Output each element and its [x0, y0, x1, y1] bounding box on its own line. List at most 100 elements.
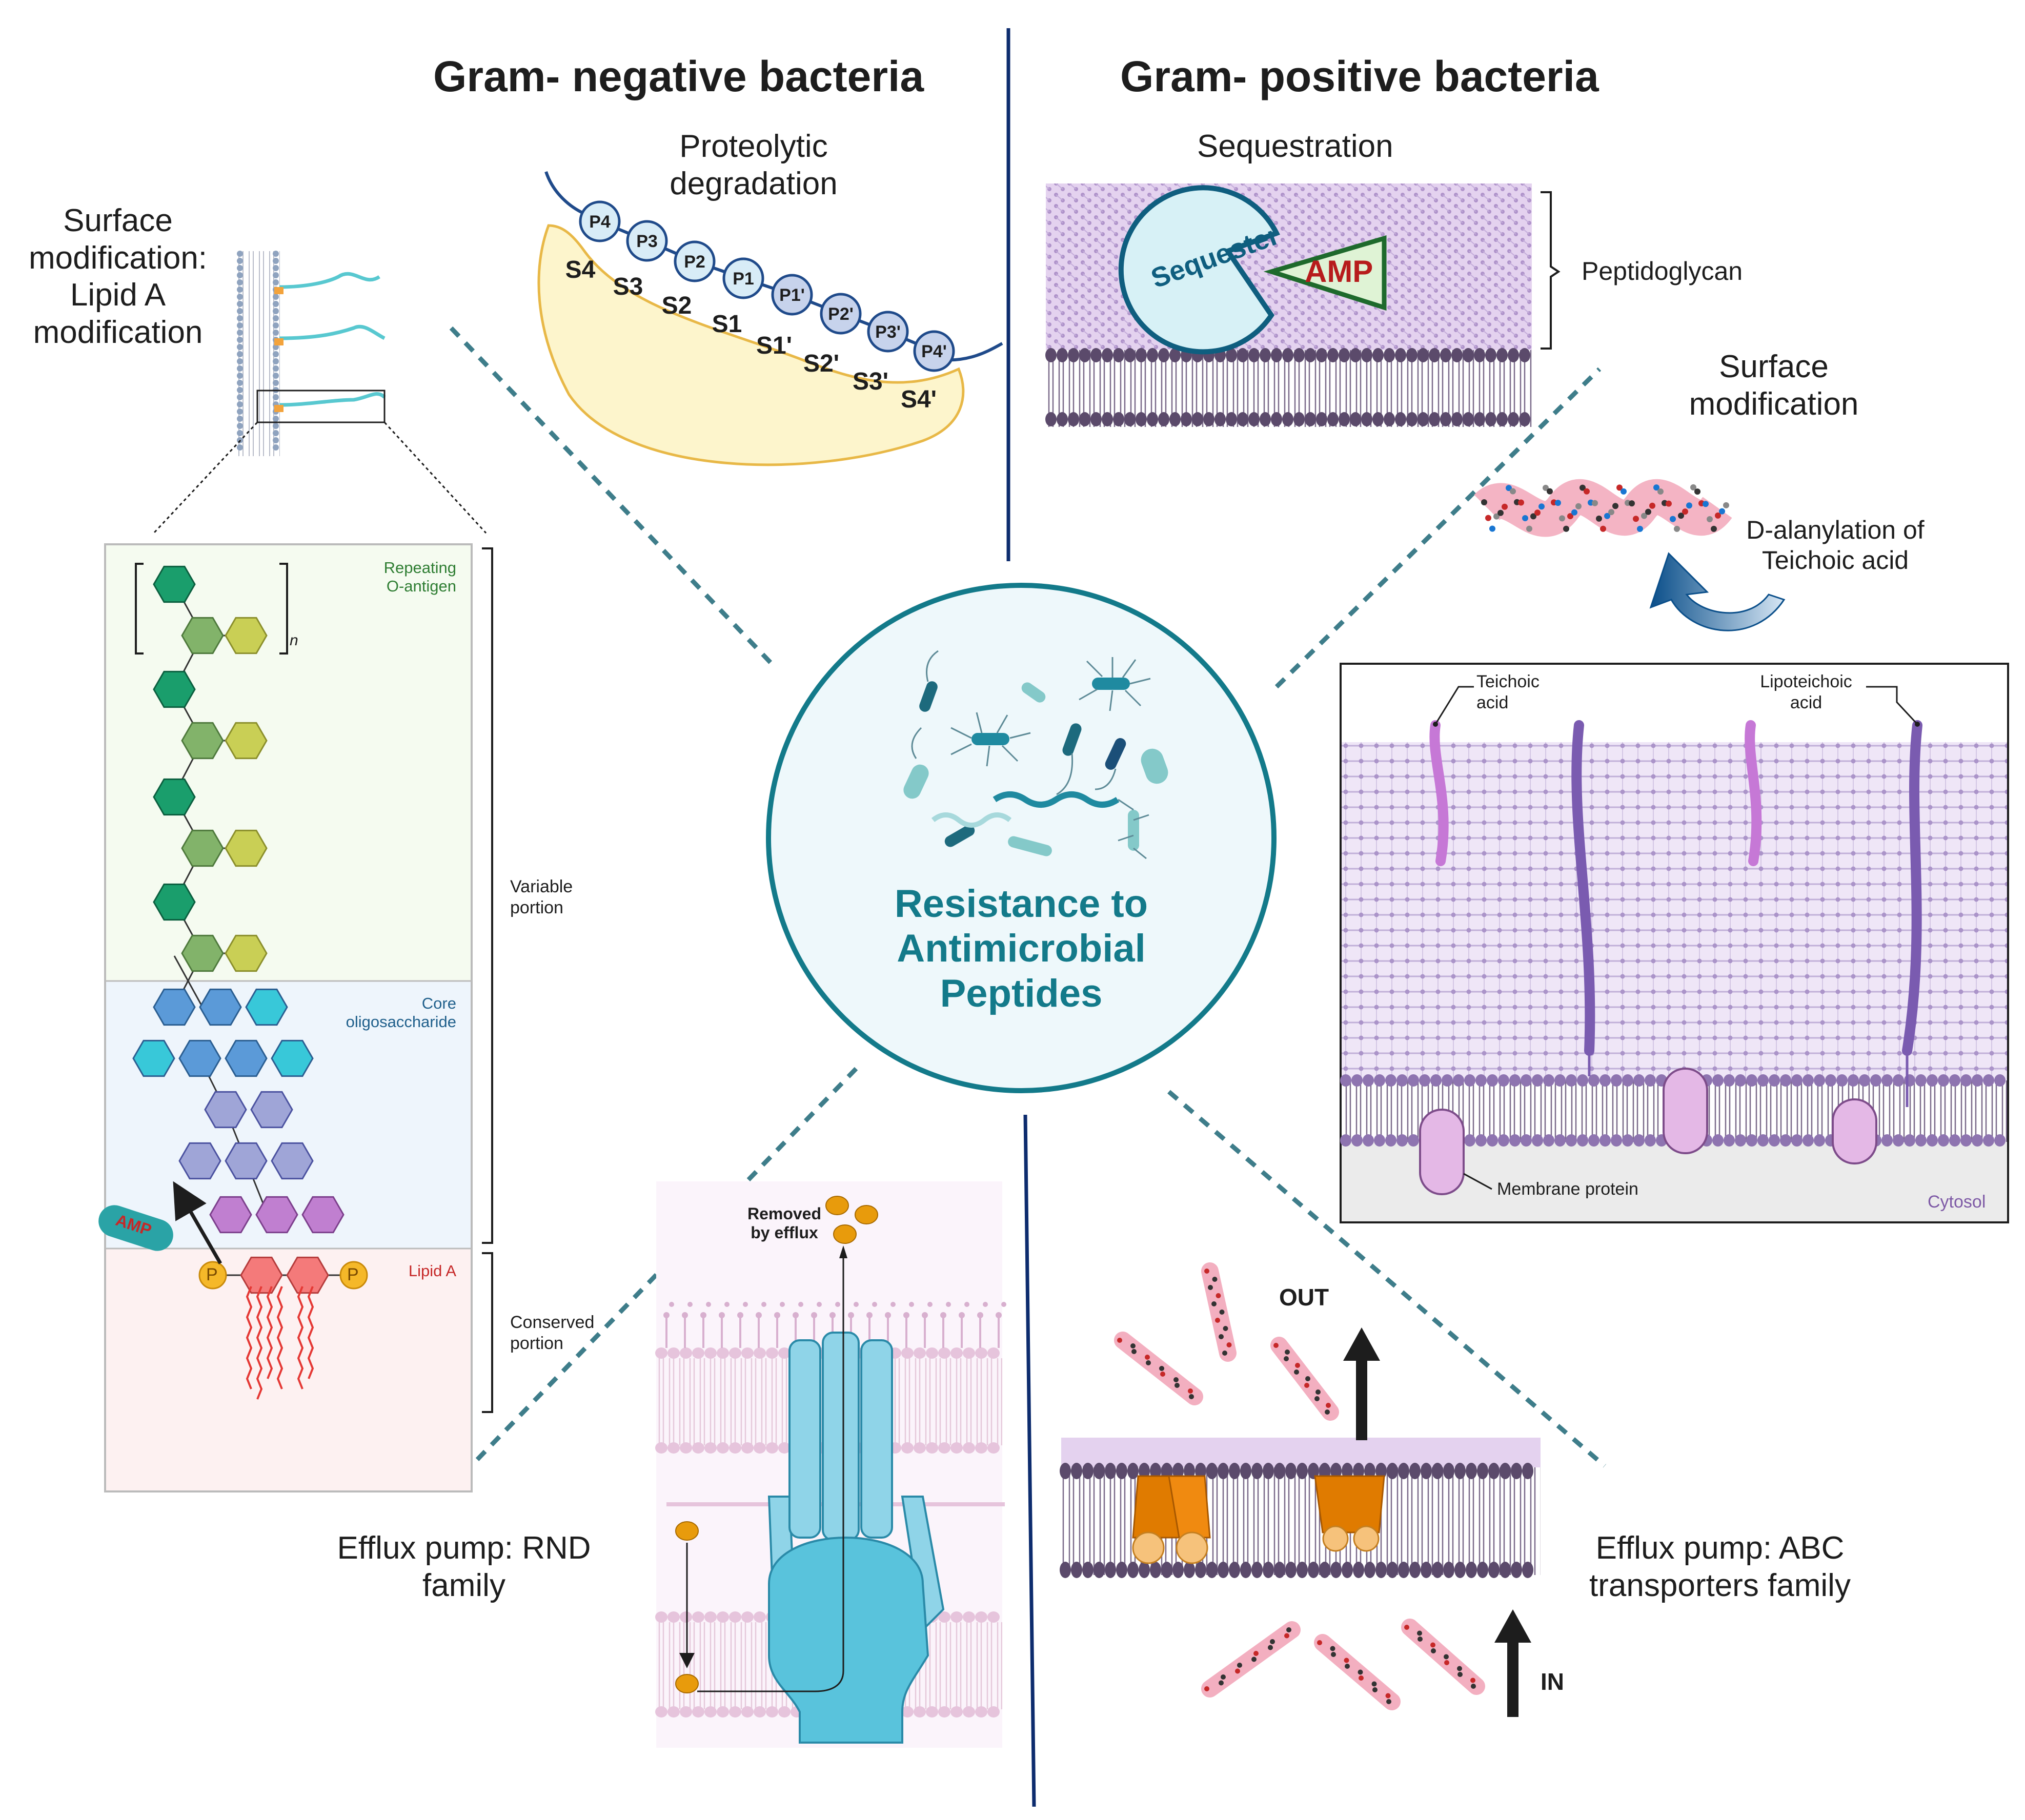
phosphate-left-label: P	[206, 1265, 218, 1284]
rnd-line-2: family	[422, 1567, 505, 1603]
cytosol-label: Cytosol	[1928, 1192, 1986, 1212]
sugar-hexagon	[240, 1256, 283, 1294]
center-title: Resistance to Antimicrobial Peptides	[842, 882, 1201, 1016]
lipid-a-title: Surface modification: Lipid A modificati…	[10, 202, 226, 351]
sequester-pacman	[1118, 185, 1280, 355]
peptide-residue-4	[722, 257, 764, 299]
peptide-residue-label: P3'	[875, 322, 901, 342]
peptide-residue-5	[771, 274, 813, 316]
subsite-label: S1	[712, 311, 742, 338]
repeating-line-1: Repeating	[383, 559, 456, 577]
sugar-hexagon	[225, 722, 268, 760]
lipoteichoic-line-1: Lipoteichoic	[1760, 672, 1852, 691]
core-line-2: oligosaccharide	[346, 1013, 456, 1031]
abc-line-1: Efflux pump: ABC	[1595, 1530, 1845, 1566]
dala-line-1: D-alanylation of	[1746, 516, 1925, 544]
amp-label: AMP	[1305, 254, 1373, 289]
teichoic-line-2: acid	[1476, 692, 1509, 712]
sugar-hexagon	[209, 1196, 252, 1234]
proteolytic-line-1: Proteolytic	[679, 129, 828, 164]
peptide-residue-8	[913, 330, 955, 372]
subsite-label: S3	[613, 273, 643, 300]
lipid-a-title-2: modification:	[28, 240, 208, 276]
removed-line-2: by efflux	[751, 1223, 818, 1242]
sugar-hexagon	[199, 988, 242, 1026]
peptide-residue-label: P4'	[921, 342, 947, 361]
dala-helix	[1474, 479, 1732, 537]
peptide-residue-3	[674, 240, 716, 282]
sugar-hexagon	[225, 1142, 268, 1180]
peptide-residue-2	[626, 220, 668, 262]
sugar-hexagon	[245, 988, 288, 1026]
sugar-hexagon	[225, 617, 268, 655]
surface-mod-positive-title: Surface modification	[1661, 349, 1887, 423]
in-label: IN	[1541, 1668, 1564, 1695]
curved-arrow	[1649, 552, 1786, 631]
sugar-hexagon	[286, 1256, 329, 1294]
proteolytic-title: Proteolytic degradation	[631, 128, 877, 202]
repeating-oantigen-label: Repeating O-antigen	[328, 559, 456, 596]
variable-line-1: Variable	[510, 877, 573, 896]
center-line-3: Peptides	[940, 971, 1103, 1015]
sugar-hexagon	[204, 1091, 247, 1129]
membrane-protein-3	[1832, 1098, 1877, 1164]
surface-mod-line-2: modification	[1689, 386, 1859, 422]
removed-by-efflux-label: Removed by efflux	[738, 1204, 831, 1243]
core-oligosaccharide-label: Core oligosaccharide	[308, 994, 456, 1032]
subsite-label: S3'	[853, 368, 888, 395]
abc-pump-illustration	[1060, 1262, 1541, 1717]
lipoteichoic-acid-label: Lipoteichoic acid	[1747, 671, 1865, 713]
conserved-portion-label: Conserved portion	[510, 1312, 594, 1354]
sugar-hexagon	[271, 1039, 314, 1077]
rnd-pump-illustration	[655, 1181, 1006, 1748]
lipid-a-title-3: Lipid A	[70, 277, 166, 313]
sugar-hexagon	[178, 1142, 221, 1180]
removed-line-1: Removed	[747, 1204, 822, 1223]
conserved-line-1: Conserved	[510, 1313, 595, 1332]
center-line-1: Resistance to	[894, 882, 1148, 926]
sugar-hexagon	[178, 1039, 221, 1077]
abc-title: Efflux pump: ABC transporters family	[1569, 1530, 1871, 1604]
sugar-hexagon	[181, 934, 224, 972]
repeat-n-subscript: n	[290, 632, 298, 649]
lipid-a-title-1: Surface	[63, 203, 173, 238]
repeating-line-2: O-antigen	[386, 577, 456, 596]
center-circle	[766, 583, 1277, 1093]
peptide-residue-1	[579, 200, 621, 242]
gram-positive-heading: Gram- positive bacteria	[1120, 52, 1599, 100]
amp-triangle	[1263, 235, 1387, 311]
subsite-label: S4	[565, 256, 596, 283]
sugar-hexagon	[225, 829, 268, 867]
sugar-hexagon	[153, 883, 196, 921]
gram-negative-heading: Gram- negative bacteria	[433, 52, 924, 100]
membrane-protein-1	[1419, 1109, 1465, 1195]
bacteria-cluster-icon	[903, 650, 1168, 860]
peptide-residue-label: P2	[684, 252, 705, 272]
dala-line-2: Teichoic acid	[1761, 545, 1909, 575]
abc-line-2: transporters family	[1589, 1567, 1851, 1603]
sugar-hexagon	[181, 617, 224, 655]
sugar-hexagon	[181, 829, 224, 867]
peptide-residue-label: P4	[589, 212, 611, 232]
center-line-2: Antimicrobial	[897, 927, 1146, 971]
divider-bottom	[1023, 1114, 1036, 1807]
sugar-hexagon	[255, 1196, 298, 1234]
peptide-residue-label: P1'	[779, 285, 805, 305]
subsite-label: S2'	[803, 350, 839, 377]
peptide-residue-7	[867, 311, 909, 353]
teichoic-acid-label: Teichoic acid	[1476, 671, 1540, 713]
sugar-hexagon	[153, 565, 196, 603]
subsite-label: S1'	[756, 332, 792, 359]
out-label: OUT	[1279, 1284, 1329, 1311]
core-line-1: Core	[421, 994, 456, 1012]
subsite-label: S2	[662, 292, 692, 319]
peptide-residue-6	[820, 293, 862, 335]
sugar-hexagon	[301, 1196, 345, 1234]
membrane-protein-label: Membrane protein	[1497, 1179, 1638, 1199]
membrane-protein-2	[1663, 1068, 1708, 1154]
peptide-residue-label: P3	[636, 232, 658, 251]
